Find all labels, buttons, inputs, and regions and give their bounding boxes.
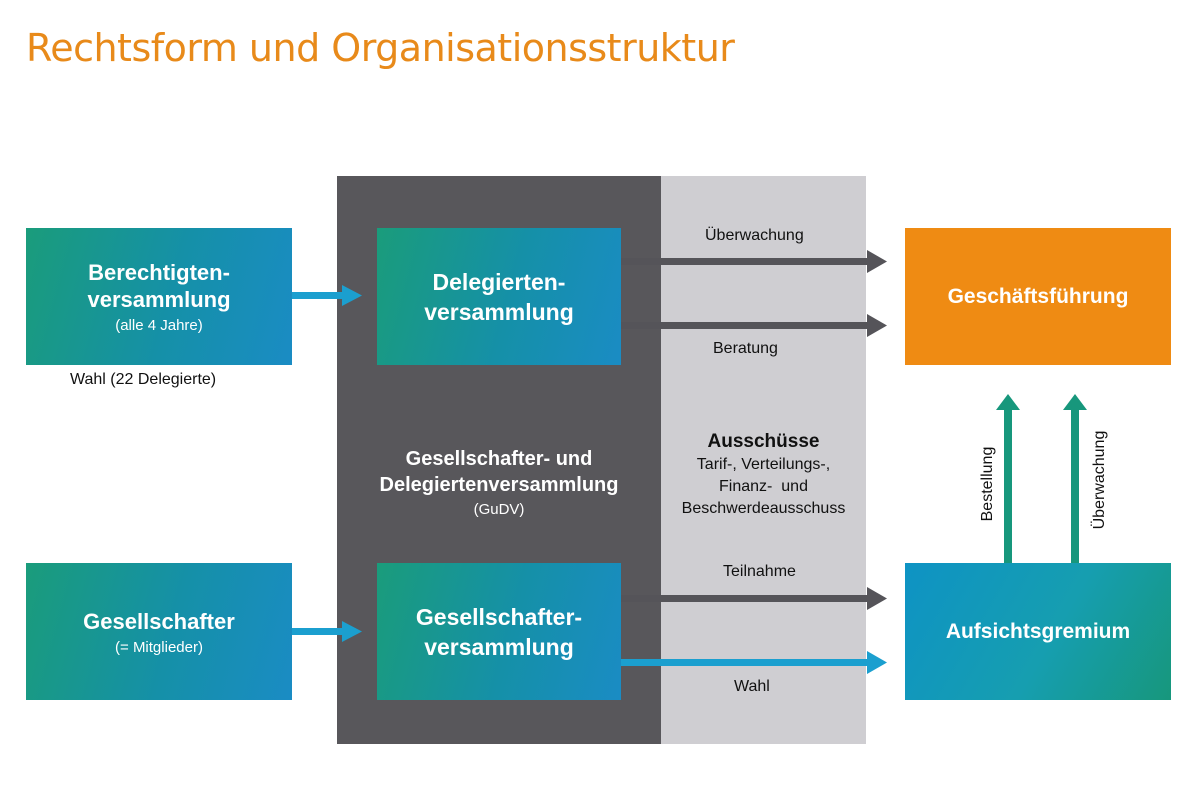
arrow-ueberwachung [621,250,887,273]
gudv-text: Gesellschafter- und Delegiertenversammlu… [337,446,661,518]
gudv-line2: Delegiertenversammlung [379,474,619,496]
arrow-ueberwachung-vertical [1063,394,1087,564]
arrow-gesellschafter-to-versammlung [292,621,362,642]
berechtigten-line2: versammlung [87,287,231,312]
gesellschafterversammlung-line1: Gesellschafter- [415,603,583,630]
beratung-label: Beratung [713,340,778,357]
berechtigtenversammlung-box: Berechtigten- versammlung (alle 4 Jahre) [26,228,292,365]
aufsichtsgremium-label: Aufsichtsgremium [945,620,1131,643]
ueberwachung-vertical-label: Überwachung [1091,430,1108,530]
berechtigten-sub: (alle 4 Jahre) [115,317,203,334]
arrow-teilnahme [621,587,887,610]
delegierten-line1: Delegierten- [432,268,566,295]
gesellschafter-sub: (= Mitglieder) [115,638,203,656]
gesellschafter-line1: Gesellschafter [83,608,235,634]
bestellung-label: Bestellung [979,446,996,522]
teilnahme-label: Teilnahme [723,563,796,580]
ausschuesse-panel [661,176,866,744]
gudv-sub: (GuDV) [473,501,525,518]
ausschuesse-line2: Finanz- und [719,478,808,495]
arrow-bestellung [996,394,1020,564]
wahl-delegierte-label: Wahl (22 Delegierte) [70,371,217,388]
gesellschafterversammlung-line2: versammlung [424,633,574,660]
geschaeftsfuehrung-label: Geschäftsführung [947,285,1129,308]
ausschuesse-text: Ausschüsse Tarif-, Verteilungs-, Finanz-… [661,430,866,520]
arrow-berechtigten-to-delegierten [292,285,362,306]
aufsichtsgremium-box: Aufsichtsgremium [905,563,1171,700]
ausschuesse-line1: Tarif-, Verteilungs-, [696,456,831,473]
berechtigten-line1: Berechtigten- [88,260,230,285]
wahl-label: Wahl [734,678,770,695]
ausschuesse-line3: Beschwerdeausschuss [681,500,846,517]
gesellschafter-box: Gesellschafter (= Mitglieder) [26,563,292,700]
ausschuesse-title: Ausschüsse [707,431,820,452]
geschaeftsfuehrung-box: Geschäftsführung [905,228,1171,365]
delegierten-line2: versammlung [424,298,574,325]
ueberwachung-label: Überwachung [705,227,804,244]
delegiertenversammlung-box: Delegierten- versammlung [377,228,621,365]
gudv-line1: Gesellschafter- und [405,448,593,470]
arrow-beratung [621,314,887,337]
gesellschafterversammlung-box: Gesellschafter- versammlung [377,563,621,700]
arrow-wahl [621,651,887,674]
page-title: Rechtsform und Organisationsstruktur [26,26,735,70]
